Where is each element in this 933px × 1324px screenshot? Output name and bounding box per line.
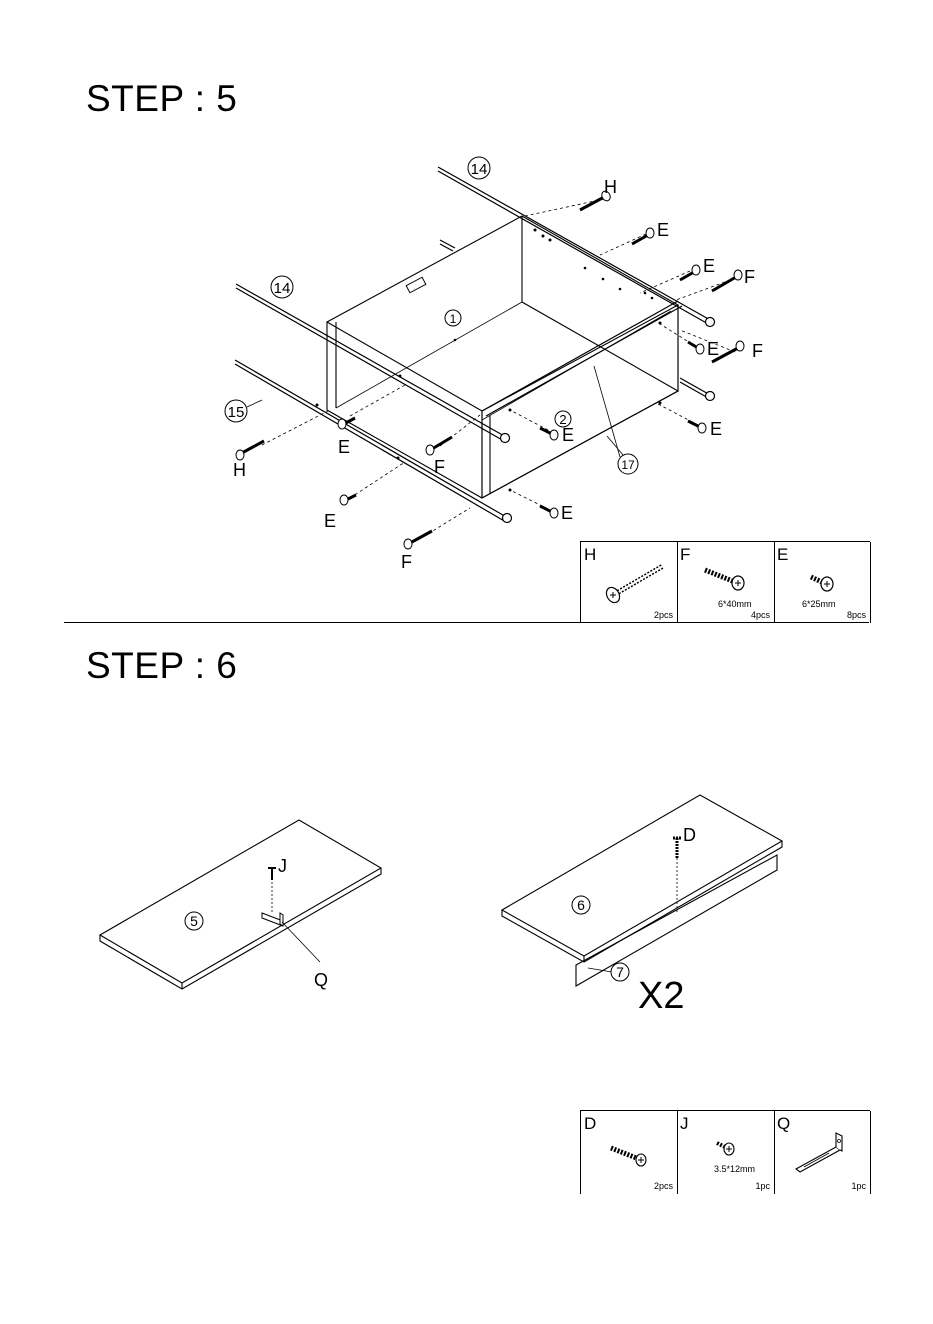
callout-14-top: 14: [471, 161, 488, 178]
label-q: Q: [314, 970, 328, 990]
multiplier-label: X2: [638, 975, 684, 1018]
screw-e3: [688, 342, 704, 354]
part-j-qty: 1pc: [755, 1181, 770, 1191]
callout-17: 17: [621, 458, 635, 472]
part-h-cell: H 2pcs: [581, 542, 678, 623]
label-e5: E: [562, 425, 574, 445]
part-f-spec: 6*40mm: [718, 599, 752, 609]
step-divider: [64, 622, 869, 623]
bracket-q: [262, 913, 283, 926]
part-e-cell: E 6*25mm 8pcs: [774, 542, 871, 623]
part-d-cell: D 2pcs: [581, 1111, 678, 1194]
label-f3: F: [434, 457, 445, 477]
step5-parts-table: H 2pcs F 6*40mm 4pcs E 6*25mm 8pcs: [580, 541, 870, 623]
label-h-top: H: [604, 177, 617, 197]
panel-6: [502, 795, 782, 956]
part-f-cell: F 6*40mm 4pcs: [677, 542, 775, 623]
screw-f1: [712, 270, 742, 291]
part-d-qty: 2pcs: [654, 1181, 673, 1191]
step6-parts-table: D 2pcs J 3.5*12mm 1pc Q 1pc: [580, 1110, 870, 1194]
callout-14-left: 14: [274, 280, 291, 297]
label-h-left: H: [233, 460, 246, 480]
part-h-qty: 2pcs: [654, 610, 673, 620]
label-e7: E: [338, 437, 350, 457]
label-e2: E: [703, 256, 715, 276]
callout-6: 6: [577, 897, 585, 913]
part-j-cell: J 3.5*12mm 1pc: [677, 1111, 775, 1194]
screw-e6: [540, 506, 558, 518]
screw-e5: [540, 428, 558, 440]
label-f4: F: [401, 552, 412, 572]
label-d: D: [683, 825, 696, 845]
screw-f4: [404, 531, 432, 549]
part-e-spec: 6*25mm: [802, 599, 836, 609]
label-f1: F: [744, 267, 755, 287]
screw-h-left: [236, 441, 264, 460]
label-e4: E: [710, 419, 722, 439]
label-j: J: [278, 856, 287, 876]
callout-7: 7: [616, 964, 624, 980]
panel-5: [100, 820, 381, 983]
step5-assembly-drawing: 14 14 15 1 2 17 H E E F E F E E E H E F …: [0, 0, 933, 622]
callout-1: 1: [450, 312, 457, 326]
callout-15: 15: [228, 404, 245, 421]
part-q-cell: Q 1pc: [774, 1111, 871, 1194]
rail-7: [576, 855, 777, 986]
label-f2: F: [752, 341, 763, 361]
part-e-qty: 8pcs: [847, 610, 866, 620]
label-e8: E: [324, 511, 336, 531]
step6-title: STEP : 6: [86, 645, 237, 687]
label-e3: E: [707, 339, 719, 359]
label-e1: E: [657, 220, 669, 240]
part-j-spec: 3.5*12mm: [714, 1164, 755, 1174]
screw-f3: [426, 437, 452, 455]
screw-e2: [680, 265, 700, 280]
screw-e1: [632, 228, 654, 244]
label-e6: E: [561, 503, 573, 523]
part-f-qty: 4pcs: [751, 610, 770, 620]
callout-5: 5: [190, 913, 198, 929]
screw-e8: [340, 495, 356, 505]
screw-e4: [688, 421, 706, 433]
part-q-qty: 1pc: [851, 1181, 866, 1191]
